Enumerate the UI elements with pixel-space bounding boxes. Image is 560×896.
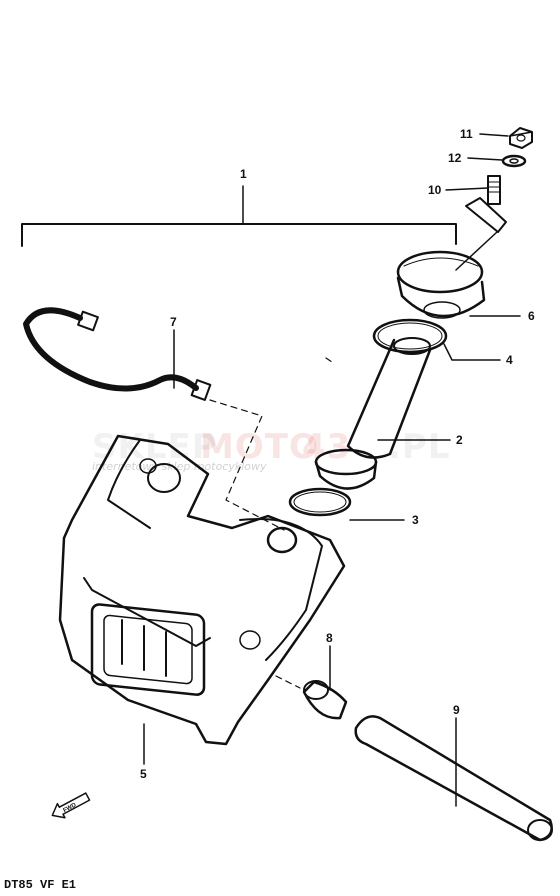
watermark: SKLEP MOTO 43 .PL internetowy sklep moto… xyxy=(92,427,450,473)
callout-8: 8 xyxy=(326,631,333,645)
callout-4: 4 xyxy=(506,353,513,367)
part-bushing-tube xyxy=(314,337,432,490)
part-o-ring-lower xyxy=(288,487,352,517)
callout-1: 1 xyxy=(240,167,247,181)
part-upper-cap xyxy=(396,250,486,319)
leader-lines xyxy=(143,133,521,807)
callout-12: 12 xyxy=(448,151,462,165)
forward-arrow-indicator: FWD xyxy=(51,792,91,819)
drawing-code: DT85 VF E1 xyxy=(4,878,76,892)
watermark-brand-c: 43 xyxy=(302,427,351,467)
part-pipe xyxy=(23,307,212,401)
part-stud-bolt xyxy=(465,175,507,233)
callout-10: 10 xyxy=(428,183,442,197)
watermark-brand-b: MOTO xyxy=(200,427,319,467)
watermark-tagline: internetowy sklep motocyklowy xyxy=(92,460,267,473)
part-small-bushing xyxy=(302,680,348,720)
assembly-guide-lines xyxy=(209,357,333,689)
part-washer xyxy=(501,154,527,168)
assembly-bracket xyxy=(21,185,457,247)
part-long-pin xyxy=(354,715,553,842)
part-bracket-housing xyxy=(58,434,346,746)
callout-7: 7 xyxy=(170,315,177,329)
callout-5: 5 xyxy=(140,767,147,781)
callout-6: 6 xyxy=(528,309,535,323)
callout-11: 11 xyxy=(460,127,473,141)
callout-9: 9 xyxy=(453,703,460,717)
callout-3: 3 xyxy=(412,513,419,527)
part-nut xyxy=(509,127,533,149)
callout-labels: 1 2 3 4 5 6 7 8 9 10 11 12 xyxy=(140,127,535,781)
callout-2: 2 xyxy=(456,433,463,447)
part-o-ring-upper xyxy=(372,318,448,354)
